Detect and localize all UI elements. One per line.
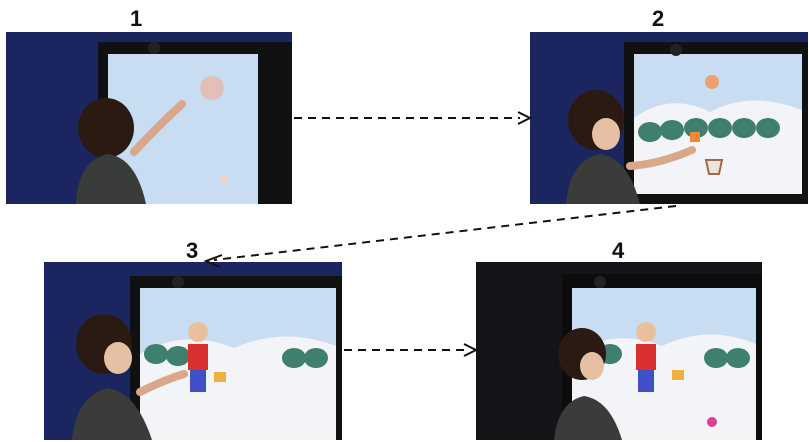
step-number-4: 4 <box>612 238 625 263</box>
step-number-2: 2 <box>652 6 665 31</box>
arrow-diagonal-icon <box>203 205 677 268</box>
photo-panel-1 <box>6 32 292 204</box>
step-number-3: 3 <box>186 238 199 263</box>
photo-panel-3 <box>44 262 342 440</box>
arrow-right-icon <box>344 343 479 357</box>
step-number-1: 1 <box>130 6 143 31</box>
photo-panel-4 <box>476 262 762 440</box>
photo-panel-2 <box>530 32 808 204</box>
arrow-right-icon <box>294 111 533 125</box>
